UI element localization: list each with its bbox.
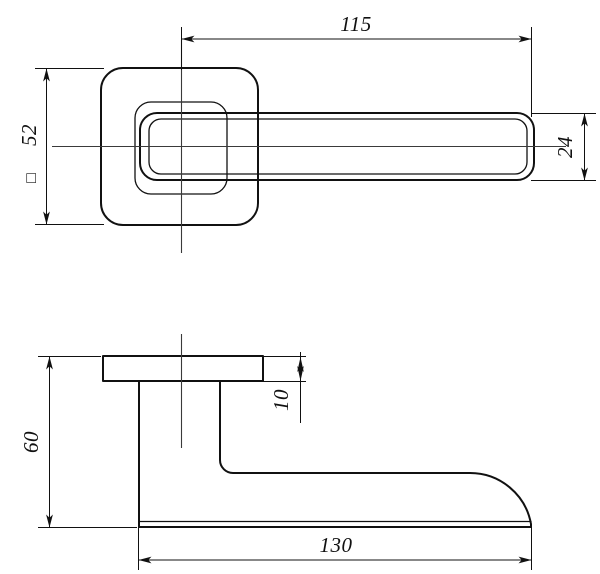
- side-view-group: [102, 334, 532, 528]
- dimension-10: 10: [263, 352, 306, 423]
- top-view-group: [52, 40, 566, 253]
- dim-10-label: 10: [269, 389, 293, 411]
- dim-24-label: 24: [553, 136, 577, 158]
- square-symbol-icon: □: [23, 173, 40, 183]
- lever-bar-inner-outline: [148, 118, 528, 175]
- handle-body-outline: [138, 380, 532, 528]
- dim-130-label: 130: [320, 533, 353, 557]
- dim-10-arrow-bottom: [297, 366, 304, 381]
- dimension-52: 52 □: [17, 68, 104, 225]
- rose-plate-side-outline: [102, 355, 264, 382]
- dimension-24: 24: [531, 113, 596, 181]
- dim-52-label: 52: [17, 124, 41, 146]
- dimension-115: 115: [181, 12, 532, 117]
- dim-60-label: 60: [19, 431, 43, 453]
- dim-115-label: 115: [340, 12, 371, 36]
- dimension-130: 130: [138, 524, 532, 570]
- dimension-60: 60: [19, 356, 137, 528]
- lever-bar-outer-outline: [139, 112, 535, 181]
